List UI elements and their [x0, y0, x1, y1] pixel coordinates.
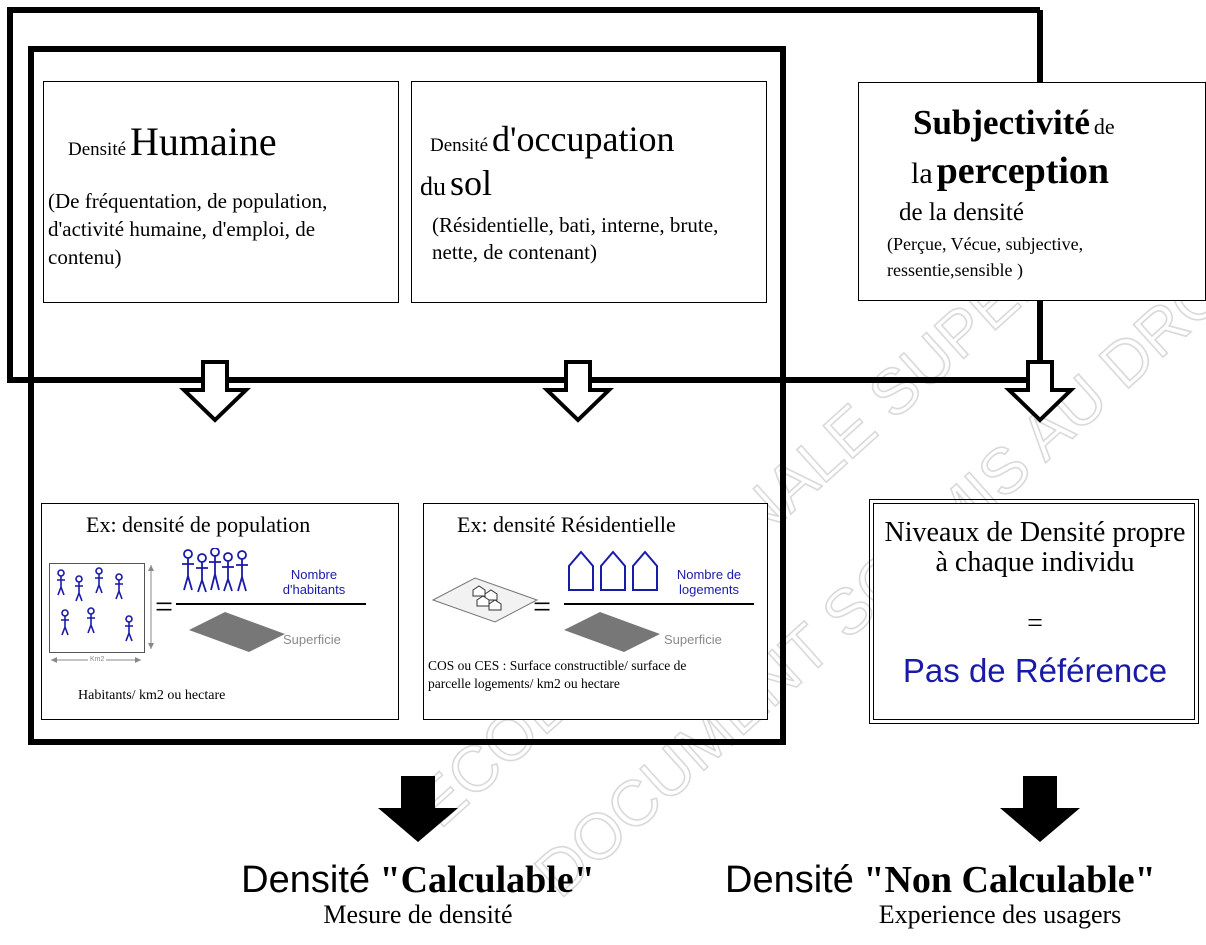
- population-square: [49, 563, 145, 653]
- residential-parcel-graphic: [431, 577, 539, 623]
- residential-houses-graphic: [568, 550, 658, 591]
- subjectivity-line3: de la densité: [899, 199, 1024, 226]
- population-people-graphic: [57, 567, 133, 642]
- soil-density-description: (Résidentielle, bati, interne, brute, ne…: [432, 213, 719, 264]
- human-density-description: (De fréquentation, de population, d'acti…: [48, 189, 328, 269]
- population-example-title: Ex: densité de population: [86, 512, 311, 537]
- soil-density-box: Densité d'occupation du sol (Résidentiel…: [411, 81, 767, 303]
- subjectivity-description: (Perçue, Vécue, subjective, ressentie,se…: [887, 234, 1084, 280]
- population-unit: Habitants/ km2 ou hectare: [78, 688, 226, 703]
- soil-density-title-c: sol: [450, 163, 493, 203]
- subjectivity-title: Subjectivité: [913, 103, 1090, 142]
- non-calculable-subtitle: Experience des usagers: [878, 900, 1122, 929]
- population-crowd-graphic: [182, 548, 248, 593]
- hollow-arrow-soil: [542, 360, 614, 423]
- calculable-subtitle: Mesure de densité: [323, 900, 513, 929]
- population-equals-sign: =: [155, 588, 174, 624]
- residential-equals-sign: =: [533, 588, 552, 624]
- population-axis-label-h: Km2: [88, 656, 107, 663]
- population-surface-graphic: [189, 612, 285, 652]
- human-density-prefix: Densité: [68, 139, 127, 160]
- population-fraction-bar: [176, 603, 366, 605]
- subjectivity-title-rest: de: [1093, 114, 1115, 139]
- calculable-frame: [28, 46, 786, 745]
- soil-density-title-a: d'occupation: [492, 119, 675, 159]
- perception-prefix: la: [911, 157, 933, 190]
- residential-denominator-label: Superficie: [664, 632, 722, 647]
- solid-arrow-non-calculable: [1000, 776, 1080, 842]
- calculable-caption: Densité "Calculable": [180, 858, 656, 902]
- outer-connector-frame: [7, 7, 1040, 383]
- soil-density-title-b: du: [420, 172, 446, 201]
- human-density-box: Densité Humaine (De fréquentation, de po…: [43, 81, 399, 303]
- subjectivity-box: Subjectivité de la perception de la dens…: [858, 82, 1206, 301]
- residential-example-box: Ex: densité Résidentielle = Nombre de lo…: [423, 503, 768, 720]
- population-example-box: Ex: densité de population Km2 =: [41, 503, 399, 720]
- solid-arrow-calculable: [378, 776, 458, 842]
- hollow-arrow-human: [179, 360, 251, 423]
- human-density-title: Humaine: [130, 119, 277, 164]
- perception-title: perception: [936, 150, 1110, 192]
- levels-text: Niveaux de Densité propre à chaque indiv…: [884, 517, 1186, 578]
- population-numerator-label: Nombre d'habitants: [282, 567, 346, 597]
- levels-equals-sign: =: [1027, 608, 1043, 639]
- residential-surface-graphic: [564, 612, 660, 652]
- population-denominator-label: Superficie: [283, 632, 341, 647]
- calculable-prefix: Densité: [241, 859, 371, 901]
- residential-note: COS ou CES : Surface constructible/ surf…: [428, 658, 687, 691]
- non-calculable-title: "Non Calculable": [863, 859, 1156, 901]
- levels-box: Niveaux de Densité propre à chaque indiv…: [869, 499, 1199, 724]
- hollow-arrow-subjective: [1004, 360, 1076, 423]
- residential-example-title: Ex: densité Résidentielle: [457, 512, 676, 537]
- residential-fraction-bar: [564, 603, 754, 605]
- non-calculable-prefix: Densité: [725, 859, 854, 901]
- soil-density-prefix: Densité: [430, 135, 489, 156]
- levels-reference: Pas de Référence: [902, 652, 1168, 689]
- non-calculable-caption: Densité "Non Calculable": [725, 858, 1206, 902]
- calculable-title: "Calculable": [379, 859, 595, 901]
- residential-numerator-label: Nombre de logements: [676, 567, 742, 597]
- population-vertical-axis: [148, 565, 154, 649]
